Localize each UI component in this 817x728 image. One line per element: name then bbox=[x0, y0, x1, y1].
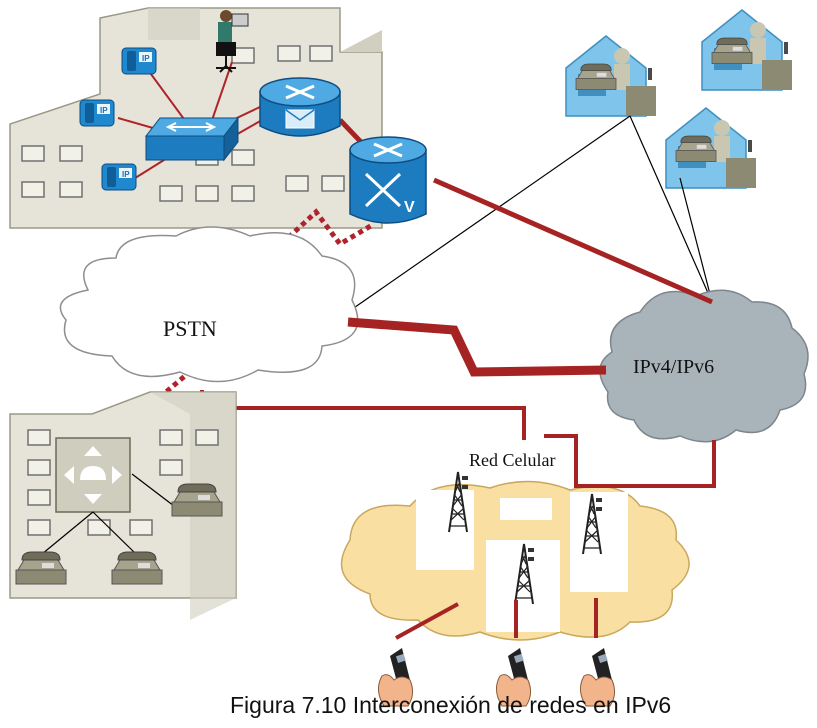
cellular-label: Red Celular bbox=[469, 450, 556, 470]
figure-caption: Figura 7.10 Interconexión de redes en IP… bbox=[230, 692, 672, 718]
wan-links bbox=[200, 177, 716, 488]
router-icon[interactable] bbox=[259, 77, 341, 137]
voice-gateway-icon[interactable]: V bbox=[349, 136, 427, 224]
teleworker-icon bbox=[666, 108, 756, 188]
operator-icon bbox=[216, 10, 249, 73]
ip-phone-icon[interactable] bbox=[101, 163, 137, 191]
pstn-label: PSTN bbox=[163, 316, 217, 341]
teleworker-icon bbox=[566, 36, 656, 116]
svg-text:V: V bbox=[404, 199, 415, 216]
switch-icon[interactable] bbox=[144, 116, 240, 162]
pbx-links bbox=[41, 473, 175, 555]
desk-phone-icon[interactable] bbox=[15, 551, 67, 585]
pstn-cloud bbox=[59, 226, 359, 383]
internet-label: IPv4/IPv6 bbox=[633, 356, 715, 378]
ip-phone-icon[interactable] bbox=[121, 47, 157, 75]
desk-phone-icon[interactable] bbox=[171, 483, 223, 517]
internet-cloud bbox=[599, 289, 809, 443]
radio-links bbox=[395, 598, 598, 640]
ip-phone-icon[interactable] bbox=[79, 99, 115, 127]
pbx-icon[interactable] bbox=[55, 437, 131, 513]
teleworker-links bbox=[347, 115, 713, 313]
desk-phone-icon[interactable] bbox=[111, 551, 163, 585]
teleworker-icon bbox=[702, 10, 792, 90]
